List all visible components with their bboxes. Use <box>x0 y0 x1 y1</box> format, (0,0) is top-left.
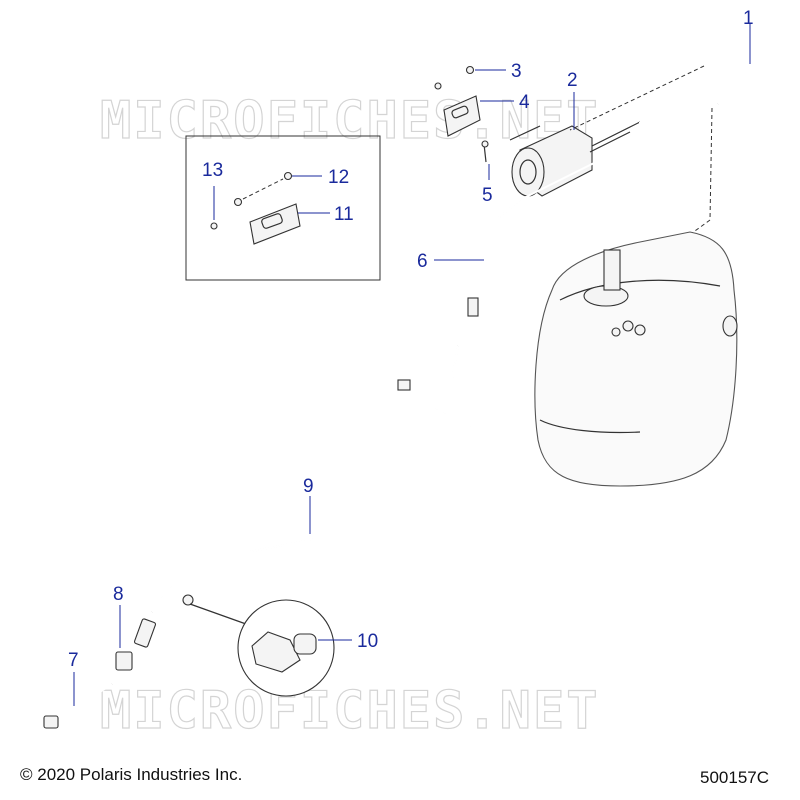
inset-box <box>185 135 381 281</box>
callout-3: 3 <box>511 61 522 82</box>
part-13-bolt <box>210 186 218 230</box>
callout-9: 9 <box>303 476 314 497</box>
callout-2: 2 <box>567 70 578 91</box>
callout-11: 11 <box>334 204 354 225</box>
callout-8: 8 <box>113 584 124 605</box>
part-4-bracket <box>434 82 514 137</box>
part-7-hose <box>43 672 113 729</box>
callout-1: 1 <box>743 8 754 29</box>
part-8-connector <box>115 605 157 671</box>
part-9-fuel-line <box>151 345 472 613</box>
part-3-bolt <box>465 65 506 75</box>
fuel-tank <box>534 231 738 487</box>
part-2-canister <box>509 92 641 197</box>
part-5-bolt <box>481 140 490 180</box>
part-11-bracket <box>249 203 330 245</box>
watermark-bottom: MICROFICHES.NET <box>100 681 600 741</box>
callout-5: 5 <box>482 185 493 206</box>
callout-12: 12 <box>328 167 349 188</box>
callout-6: 6 <box>417 251 428 272</box>
callout-13: 13 <box>202 160 223 181</box>
part-12-nut <box>233 171 322 207</box>
diagram-id: 500157C <box>700 768 769 787</box>
callout-10: 10 <box>357 631 378 652</box>
part-10-clip <box>182 594 352 697</box>
watermark-top: MICROFICHES.NET <box>100 91 600 151</box>
callout-4: 4 <box>519 92 530 113</box>
copyright-text: © 2020 Polaris Industries Inc. <box>20 765 242 784</box>
callout-7: 7 <box>68 650 79 671</box>
part-6-vent-line <box>434 122 641 317</box>
